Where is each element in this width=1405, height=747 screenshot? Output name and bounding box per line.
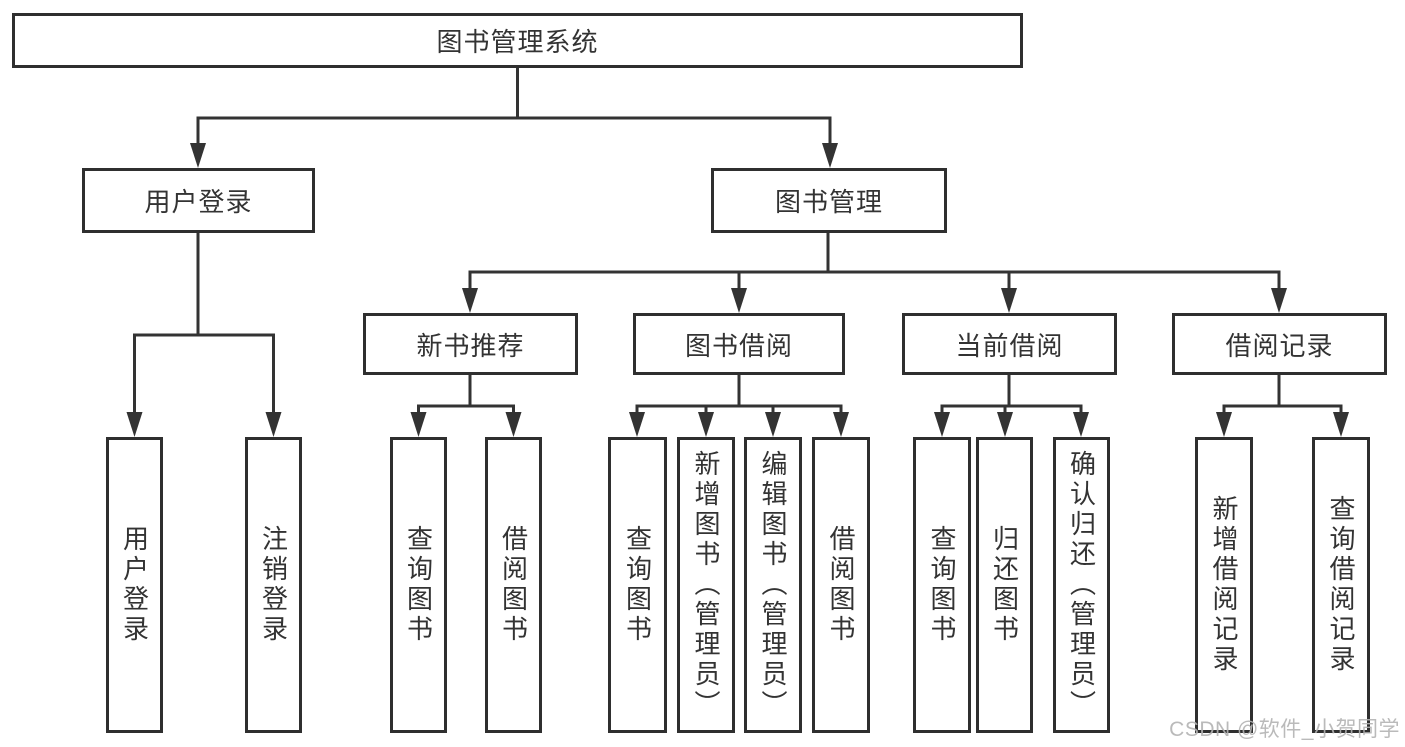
root-node-label: 图书管理系统 [436, 27, 599, 57]
leaf-query-borrow-record-label: 查询借阅记录 [1326, 495, 1356, 675]
leaf-add-borrow-record: 新增借阅记录 [1195, 437, 1253, 733]
arrowhead-icon [1001, 288, 1017, 313]
branch-user-login: 用户登录 [82, 168, 315, 233]
leaf-user-login-label: 用户登录 [119, 525, 150, 645]
leaf-recommend-query-books: 查询图书 [390, 437, 447, 733]
connector-user-login [126, 233, 282, 437]
leaf-borrow-query-books-label: 查询图书 [622, 525, 653, 645]
arrowhead-icon [1271, 288, 1287, 313]
sub-borrow-records-label: 借阅记录 [1225, 330, 1334, 361]
arrowhead-icon [934, 412, 950, 437]
sub-new-book-recommend: 新书推荐 [363, 313, 578, 375]
arrowhead-icon [833, 412, 849, 437]
connector-current-borrow [934, 375, 1089, 437]
leaf-borrow-books: 借阅图书 [812, 437, 870, 733]
arrowhead-icon [265, 412, 282, 437]
arrowhead-icon [822, 143, 838, 168]
root-node: 图书管理系统 [12, 13, 1023, 68]
leaf-confirm-return-admin: 确认归还（管理员） [1053, 437, 1110, 733]
connector-level1 [190, 68, 838, 168]
connector-book-management [462, 233, 1287, 313]
leaf-edit-books-admin: 编辑图书（管理员） [744, 437, 802, 733]
leaf-query-borrow-record: 查询借阅记录 [1312, 437, 1370, 733]
leaf-user-login: 用户登录 [106, 437, 163, 733]
arrowhead-icon [629, 412, 645, 437]
sub-book-borrow-label: 图书借阅 [684, 330, 793, 361]
arrowhead-icon [765, 412, 781, 437]
leaf-logout-label: 注销登录 [258, 525, 289, 645]
leaf-borrow-books-label: 借阅图书 [826, 525, 856, 645]
arrowhead-icon [1333, 412, 1349, 437]
sub-current-borrow-label: 当前借阅 [955, 330, 1064, 361]
connector-borrow-records [1216, 375, 1349, 437]
csdn-watermark: CSDN @软件_小贺同学 [1169, 718, 1400, 741]
leaf-confirm-return-admin-label: 确认归还（管理员） [1066, 450, 1097, 720]
connector-new-book-recommend [410, 375, 522, 437]
leaf-recommend-borrow-books: 借阅图书 [485, 437, 542, 733]
arrowhead-icon [1216, 412, 1232, 437]
leaf-recommend-borrow-books-label: 借阅图书 [498, 525, 529, 645]
arrowhead-icon [190, 143, 206, 168]
leaf-recommend-query-books-label: 查询图书 [403, 525, 434, 645]
sub-book-borrow: 图书借阅 [633, 313, 845, 375]
leaf-current-query-books-label: 查询图书 [927, 525, 957, 645]
leaf-add-books-admin: 新增图书（管理员） [677, 437, 735, 733]
arrowhead-icon [505, 412, 522, 437]
arrowhead-icon [126, 412, 143, 437]
arrowhead-icon [731, 288, 747, 313]
leaf-edit-books-admin-label: 编辑图书（管理员） [758, 450, 788, 720]
arrowhead-icon [997, 412, 1013, 437]
arrowhead-icon [410, 412, 427, 437]
arrowhead-icon [1073, 412, 1089, 437]
leaf-current-query-books: 查询图书 [913, 437, 971, 733]
leaf-add-borrow-record-label: 新增借阅记录 [1209, 495, 1239, 675]
sub-current-borrow: 当前借阅 [902, 313, 1117, 375]
leaf-add-books-admin-label: 新增图书（管理员） [691, 450, 721, 720]
sub-new-book-recommend-label: 新书推荐 [416, 330, 525, 361]
sub-borrow-records: 借阅记录 [1172, 313, 1387, 375]
branch-book-management: 图书管理 [711, 168, 947, 233]
connector-book-borrow [629, 375, 849, 437]
arrowhead-icon [462, 288, 478, 313]
leaf-return-books-label: 归还图书 [989, 525, 1020, 645]
leaf-borrow-query-books: 查询图书 [608, 437, 667, 733]
branch-book-management-label: 图书管理 [774, 187, 883, 217]
branch-user-login-label: 用户登录 [144, 187, 253, 217]
leaf-return-books: 归还图书 [976, 437, 1033, 733]
arrowhead-icon [698, 412, 714, 437]
leaf-logout: 注销登录 [245, 437, 302, 733]
